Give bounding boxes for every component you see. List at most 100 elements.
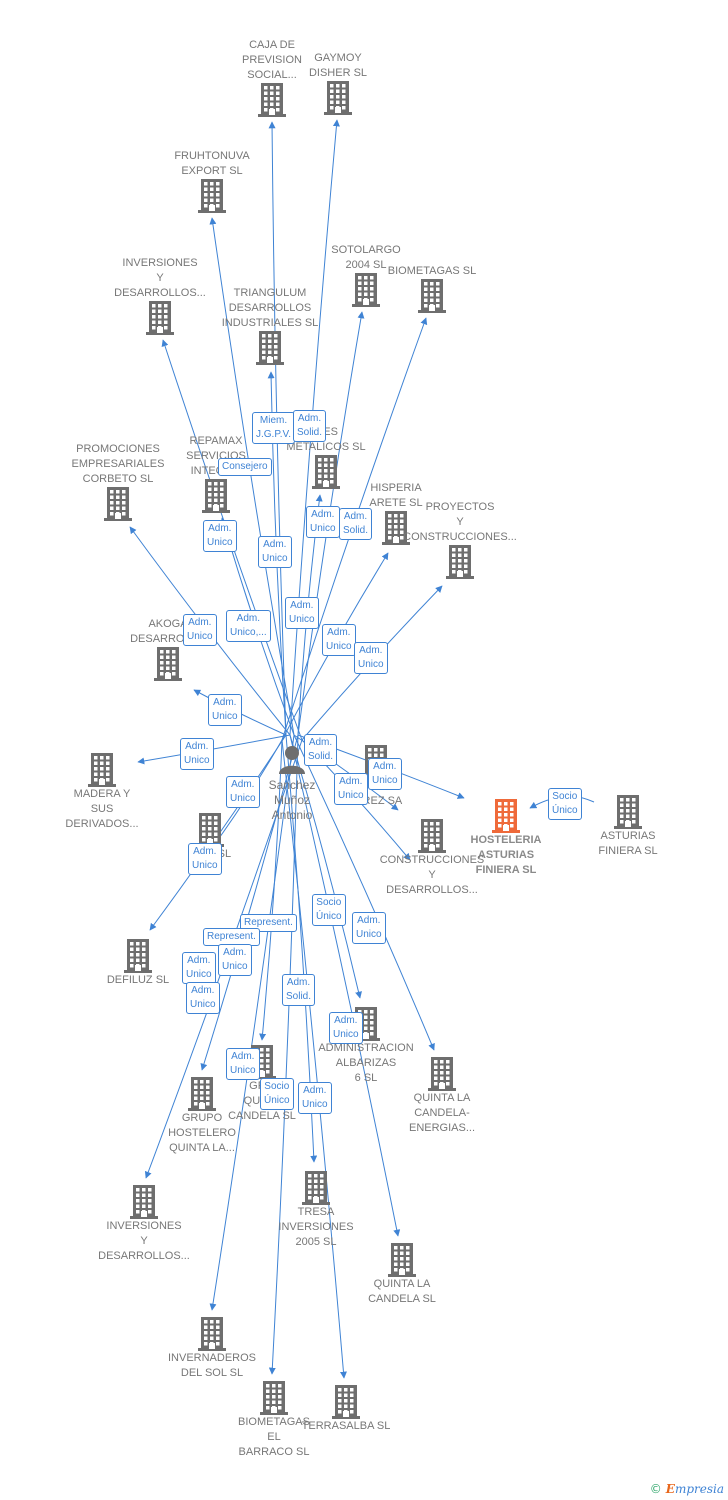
building-icon xyxy=(196,813,224,847)
edge-label[interactable]: Adm. Solid. xyxy=(304,734,338,766)
node-label: INVERSIONES Y DESARROLLOS... xyxy=(114,257,206,299)
edge-label[interactable]: Adm. Unico xyxy=(182,952,216,984)
edge-label[interactable]: Adm. Unico xyxy=(334,773,368,805)
node-invernaderos[interactable]: INVERNADEROS DEL SOL SL xyxy=(152,1317,272,1381)
node-label: TERRASALBA SL xyxy=(301,1420,391,1432)
node-quintacandela[interactable]: QUINTA LA CANDELA SL xyxy=(342,1243,462,1307)
edge-label[interactable]: Adm. Unico xyxy=(218,944,252,976)
node-sotolargo[interactable]: SOTOLARGO 2004 SL xyxy=(306,243,426,307)
building-icon xyxy=(198,1317,226,1351)
edge-label[interactable]: Adm. Unico xyxy=(180,738,214,770)
node-quintaenergias[interactable]: QUINTA LA CANDELA- ENERGIAS... xyxy=(382,1057,502,1136)
node-label: GRUPO HOSTELERO QUINTA LA... xyxy=(168,1112,236,1154)
node-label: PROYECTOS Y CONSTRUCCIONES... xyxy=(403,501,517,543)
node-terrasalba[interactable]: TERRASALBA SL xyxy=(286,1385,406,1434)
node-label: HOSTELERIA ASTURIAS FINIERA SL xyxy=(470,834,542,876)
node-label: CAJA DE PREVISION SOCIAL... xyxy=(242,39,302,81)
node-inversiones2[interactable]: INVERSIONES Y DESARROLLOS... xyxy=(84,1185,204,1264)
node-promociones[interactable]: PROMOCIONES EMPRESARIALES CORBETO SL xyxy=(58,442,178,521)
edge-label[interactable]: Consejero xyxy=(218,458,272,476)
edge-label[interactable]: Adm. Unico xyxy=(226,776,260,808)
building-icon xyxy=(154,647,182,681)
brand-footer[interactable]: ©Empresia xyxy=(650,1482,724,1496)
building-icon xyxy=(388,1243,416,1277)
node-gaymoy[interactable]: GAYMOY DISHER SL xyxy=(278,51,398,115)
node-label: QUINTA LA CANDELA SL xyxy=(368,1278,436,1305)
node-grupo1[interactable]: GR... SL xyxy=(150,813,270,862)
edge-terrasalba xyxy=(281,739,347,1379)
building-icon xyxy=(260,1381,288,1415)
node-proyectos[interactable]: PROYECTOS Y CONSTRUCCIONES... xyxy=(400,500,520,579)
edge-label[interactable]: Adm. Unico xyxy=(306,506,340,538)
node-fruhtonuva[interactable]: FRUHTONUVA EXPORT SL xyxy=(152,149,272,213)
building-icon xyxy=(104,487,132,521)
edge-label[interactable]: Adm. Unico xyxy=(188,843,222,875)
building-icon xyxy=(428,1057,456,1091)
edge-label[interactable]: Socio Único xyxy=(548,788,582,820)
edge-label[interactable]: Adm. Unico xyxy=(329,1012,363,1044)
edge-label[interactable]: Adm. Solid. xyxy=(339,508,373,540)
edge-label[interactable]: Adm. Unico xyxy=(183,614,217,646)
edge-label[interactable]: Adm. Unico xyxy=(322,624,356,656)
node-label: TRIANGULUM DESARROLLOS INDUSTRIALES SL xyxy=(221,287,319,329)
building-icon xyxy=(418,279,446,313)
edge-label[interactable]: Adm. Unico xyxy=(298,1082,332,1114)
node-triangulum[interactable]: TRIANGULUM DESARROLLOS INDUSTRIALES SL xyxy=(210,286,330,365)
edge-label[interactable]: Adm. Unico xyxy=(208,694,242,726)
node-label: ASTURIAS FINIERA SL xyxy=(598,830,658,857)
building-icon xyxy=(382,511,410,545)
edge-grupoquinta xyxy=(259,739,283,1041)
building-icon xyxy=(492,799,520,833)
node-label: DEFILUZ SL xyxy=(106,974,170,986)
edge-label[interactable]: Miem. J.G.P.V. xyxy=(252,412,296,444)
brand-initial: E xyxy=(665,1482,675,1496)
edge-label[interactable]: Adm. Unico,... xyxy=(226,610,271,642)
edge-madera xyxy=(137,734,291,765)
edge-label[interactable]: Adm. Unico xyxy=(368,758,402,790)
node-inversiones1[interactable]: INVERSIONES Y DESARROLLOS... xyxy=(100,256,220,335)
node-madera[interactable]: MADERA Y SUS DERIVADOS... xyxy=(42,753,162,832)
node-label: INVERNADEROS DEL SOL SL xyxy=(167,1352,257,1379)
node-label: BIOMETAGAS SL xyxy=(387,265,477,277)
edge-quintacandela xyxy=(289,734,401,1237)
edge-label[interactable]: Represent. xyxy=(240,914,297,932)
edge-quintaenergias xyxy=(293,734,435,1051)
edge-invernaderos xyxy=(209,734,295,1311)
node-asturias[interactable]: ASTURIAS FINIERA SL xyxy=(568,795,688,859)
node-hisperia[interactable]: HISPERIA ARETE SL xyxy=(336,481,456,545)
edge-label[interactable]: Adm. Unico xyxy=(354,642,388,674)
building-icon xyxy=(446,545,474,579)
node-biometagasbarraco[interactable]: BIOMETAGAS EL BARRACO SL xyxy=(214,1381,334,1460)
building-icon xyxy=(258,83,286,117)
edge-label[interactable]: Adm. Unico xyxy=(285,597,319,629)
edge-label[interactable]: Adm. Unico xyxy=(203,520,237,552)
edge-label[interactable]: Adm. Solid. xyxy=(282,974,316,1006)
edge-label[interactable]: Adm. Unico xyxy=(258,536,292,568)
edge-label[interactable]: Adm. Unico xyxy=(352,912,386,944)
node-caja[interactable]: CAJA DE PREVISION SOCIAL... xyxy=(212,38,332,117)
node-label: BIOMETAGAS EL BARRACO SL xyxy=(238,1416,310,1458)
node-label: FRUHTONUVA EXPORT SL xyxy=(174,150,250,177)
edge-label[interactable]: Socio Único xyxy=(260,1078,294,1110)
building-icon xyxy=(614,795,642,829)
node-biometagas[interactable]: BIOMETAGAS SL xyxy=(372,264,492,313)
node-grupohostelero[interactable]: GRUPO HOSTELERO QUINTA LA... xyxy=(142,1077,262,1156)
node-label: QUINTA LA CANDELA- ENERGIAS... xyxy=(408,1092,476,1134)
edge-label[interactable]: Socio Único xyxy=(312,894,346,926)
node-tresa[interactable]: TRESA INVERSIONES 2005 SL xyxy=(256,1171,376,1250)
node-label: PROMOCIONES EMPRESARIALES CORBETO SL xyxy=(71,443,165,485)
node-label: INVERSIONES Y DESARROLLOS... xyxy=(98,1220,190,1262)
edge-label[interactable]: Adm. Unico xyxy=(226,1048,260,1080)
node-defiluz[interactable]: DEFILUZ SL xyxy=(78,939,198,988)
copyright-icon: © xyxy=(649,1482,662,1496)
node-label: HISPERIA ARETE SL xyxy=(369,482,423,509)
node-label: SOTOLARGO 2004 SL xyxy=(331,244,401,271)
brand-name: mpresia xyxy=(674,1482,724,1496)
edge-label[interactable]: Adm. Unico xyxy=(186,982,220,1014)
edge-label[interactable]: Adm. Solid. xyxy=(293,410,327,442)
building-icon xyxy=(188,1077,216,1111)
node-hosteleria[interactable]: HOSTELERIA ASTURIAS FINIERA SL xyxy=(446,799,566,878)
building-icon xyxy=(312,455,340,489)
node-construcciones[interactable]: CONSTRUCCIONES Y DESARROLLOS... xyxy=(372,819,492,898)
person-label: Sanchez Muñoz Antonio xyxy=(268,778,316,822)
